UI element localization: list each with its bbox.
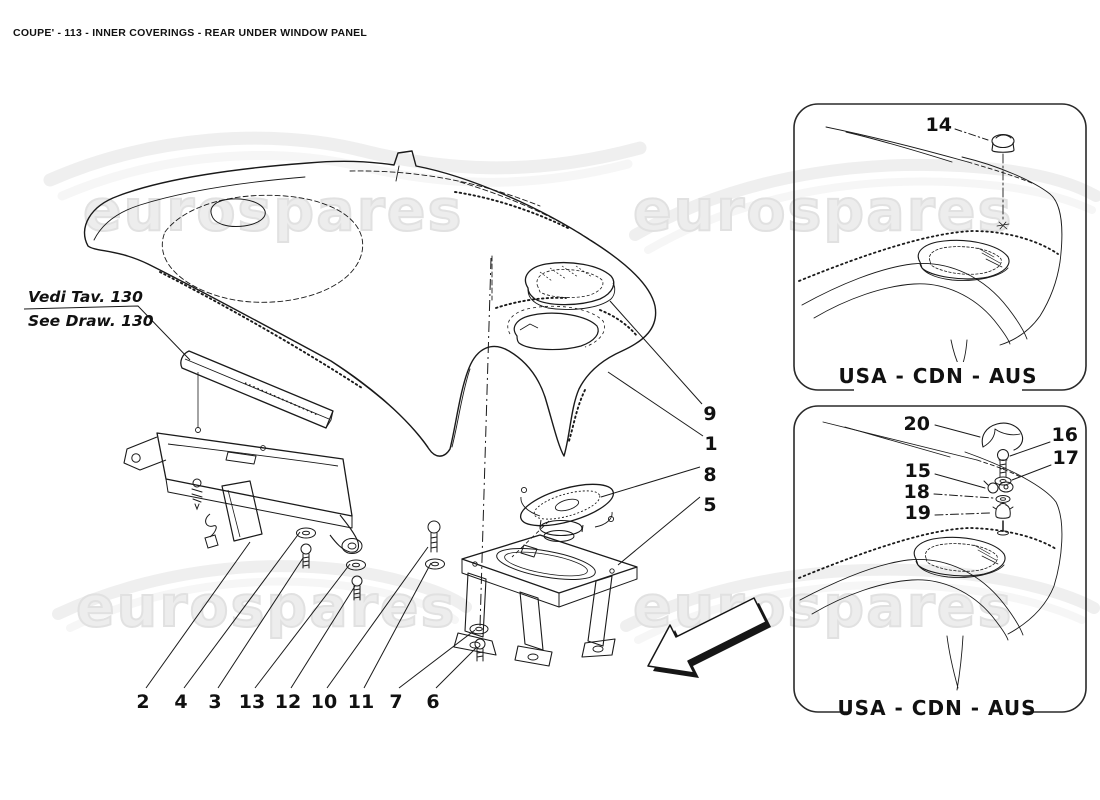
support-leg [221, 480, 263, 542]
direction-arrow [647, 597, 771, 678]
callout-14: 14 [926, 114, 952, 136]
inset-box-bottom: 20 16 17 15 18 19 USA - CDN - AUS [793, 405, 1087, 724]
part-20-clip [981, 422, 1024, 451]
part-19-stud [997, 520, 1009, 536]
part-15-clamp [983, 480, 1014, 494]
callout-3: 3 [208, 691, 221, 713]
speaker-bracket [453, 534, 638, 667]
note-line-italian: Vedi Tav. 130 [28, 288, 143, 306]
wiring-harness [204, 513, 219, 549]
part-16-bolt [997, 449, 1009, 478]
callout-numbers: 9 1 8 5 2 4 3 13 12 10 11 7 6 [136, 403, 717, 713]
grille-cover [524, 261, 616, 310]
screw-icon [474, 638, 486, 662]
inset-box-top: 14 USA - CDN - AUS [793, 103, 1087, 392]
fasteners [191, 478, 489, 662]
leader-lines [23, 300, 704, 689]
mounting-plate [123, 432, 363, 554]
screw-icon [300, 543, 312, 569]
callout-1: 1 [704, 433, 717, 455]
callout-12: 12 [275, 691, 301, 713]
page-title: COUPE' - 113 - INNER COVERINGS - REAR UN… [13, 27, 368, 39]
washer-icon [296, 527, 316, 539]
callout-6: 6 [426, 691, 439, 713]
callout-4: 4 [174, 691, 187, 713]
bolt-icon [427, 520, 441, 553]
watermark-text: eurospares [82, 177, 464, 245]
callout-20: 20 [904, 413, 930, 435]
callout-17: 17 [1053, 447, 1079, 469]
callout-9: 9 [703, 403, 716, 425]
washer-icon [469, 623, 489, 635]
callout-10: 10 [311, 691, 337, 713]
callout-13: 13 [239, 691, 265, 713]
callout-16: 16 [1052, 424, 1078, 446]
part-18-washer [995, 495, 1011, 503]
screw-with-spring [191, 478, 203, 511]
grille-opening [507, 305, 605, 351]
trim-pad [180, 350, 334, 433]
callout-8: 8 [703, 464, 716, 486]
part-17-washer [994, 476, 1012, 486]
note-line-english: See Draw. 130 [28, 312, 154, 330]
part-14-cap [991, 133, 1015, 153]
inset-grille [913, 536, 1006, 578]
callout-7: 7 [389, 691, 402, 713]
inset-grille [917, 239, 1010, 281]
speaker [511, 483, 615, 558]
watermark-text: eurospares [75, 573, 457, 641]
callout-15: 15 [905, 460, 931, 482]
callout-5: 5 [703, 494, 716, 516]
region-label-top: USA - CDN - AUS [838, 364, 1037, 388]
callout-2: 2 [136, 691, 149, 713]
callout-11: 11 [348, 691, 374, 713]
callout-19: 19 [905, 502, 931, 524]
washer-icon [346, 559, 366, 571]
center-line [479, 257, 492, 628]
region-label-bottom: USA - CDN - AUS [837, 696, 1036, 720]
screw-icon [351, 575, 363, 601]
callout-18: 18 [904, 481, 930, 503]
washer-icon [425, 558, 445, 570]
part-19-nut [992, 503, 1014, 519]
rear-under-window-panel [83, 150, 657, 457]
